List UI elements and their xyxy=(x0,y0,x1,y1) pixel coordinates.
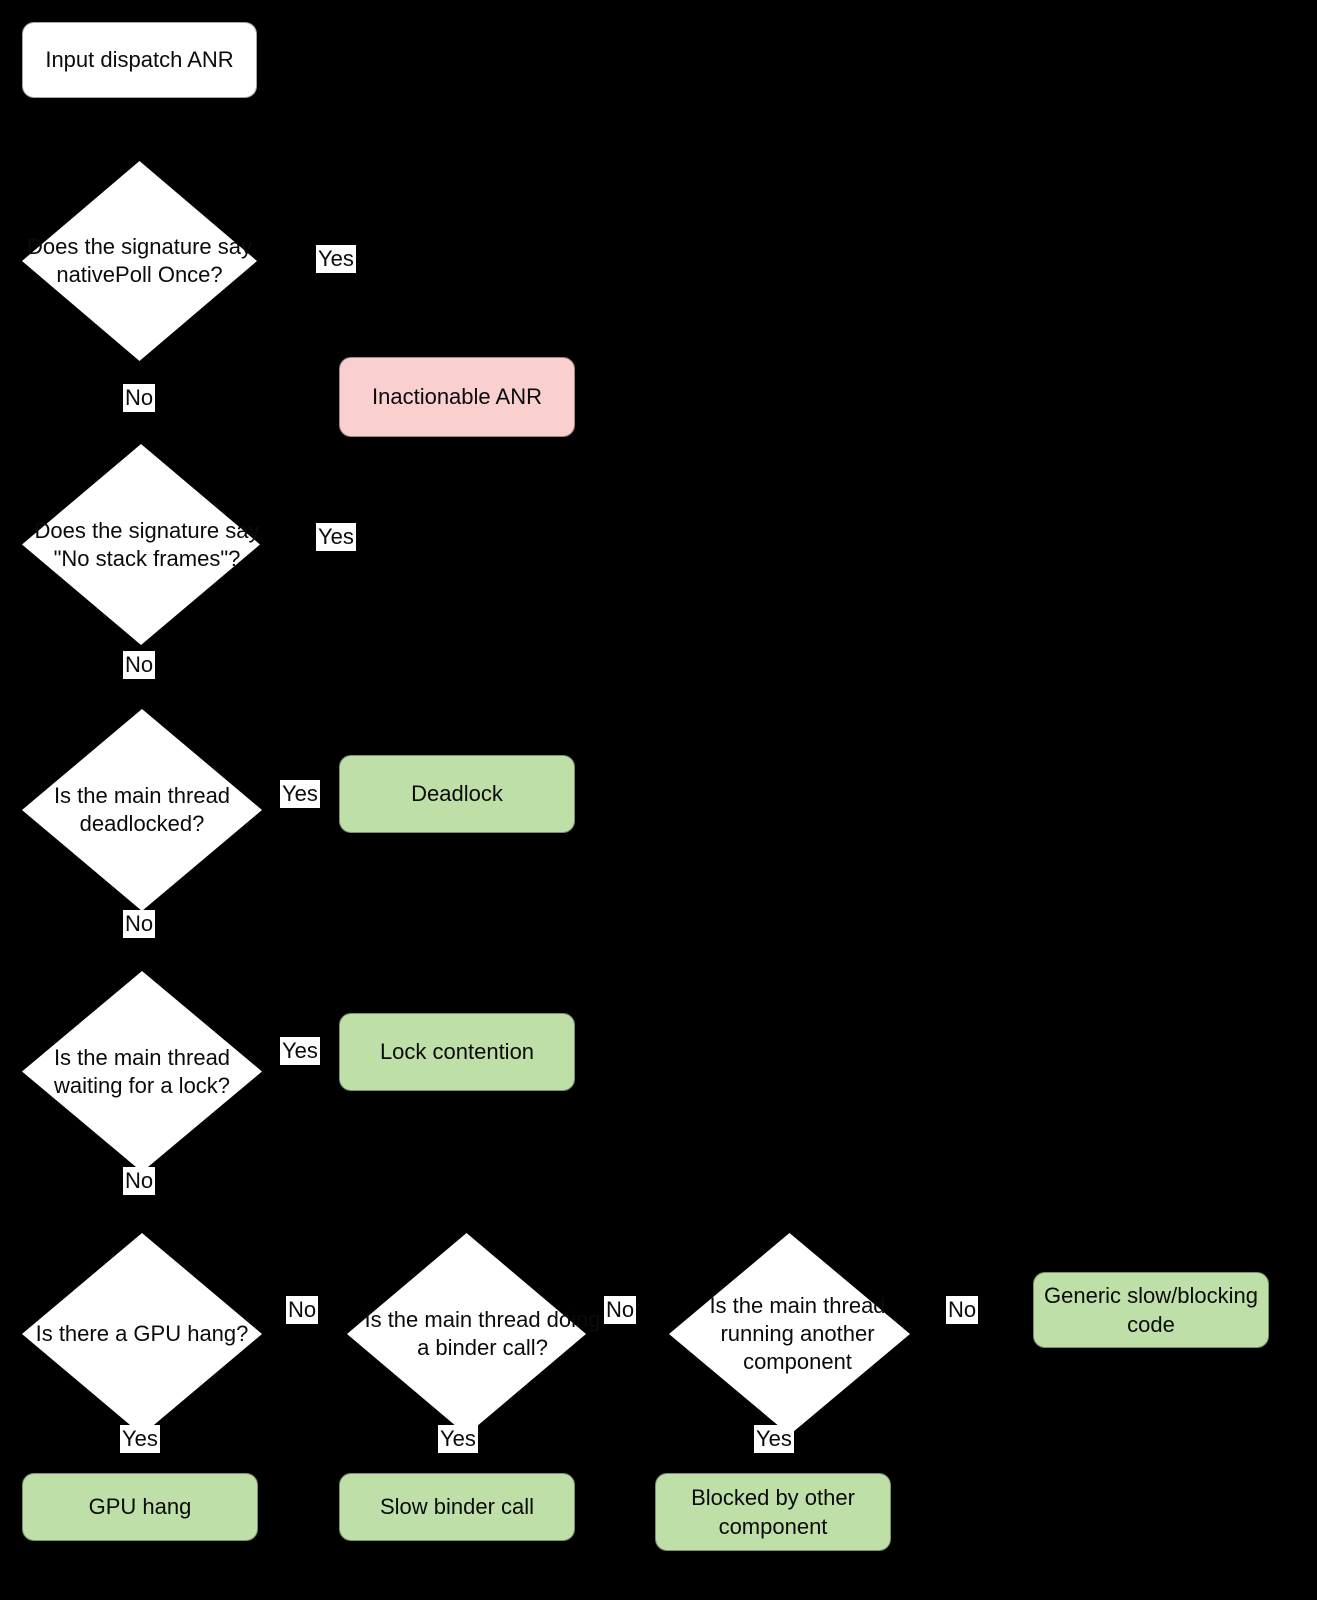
edge-label-nostack-yes: Yes xyxy=(316,523,356,552)
node-outcome-lock-contention[interactable]: Lock contention xyxy=(339,1013,575,1091)
edge-label-deadlock-yes: Yes xyxy=(280,780,320,809)
node-decision-nativepoll[interactable]: Does the signature say nativePoll Once? xyxy=(22,161,257,361)
diamond-shape xyxy=(669,1233,910,1435)
diamond-shape xyxy=(22,1233,262,1435)
edge-label-component-no: No xyxy=(946,1296,979,1325)
diamond-shape xyxy=(22,161,257,361)
edge-label-component-yes: Yes xyxy=(754,1425,794,1454)
node-decision-gpu-hang[interactable]: Is there a GPU hang? xyxy=(22,1233,262,1435)
node-decision-binder-call[interactable]: Is the main thread doing a binder call? xyxy=(347,1233,601,1435)
edge-label-lock-no: No xyxy=(123,1167,156,1196)
node-outcome-inactionable-anr[interactable]: Inactionable ANR xyxy=(339,357,575,437)
edge-label-gpu-yes: Yes xyxy=(120,1425,160,1454)
node-decision-deadlocked[interactable]: Is the main thread deadlocked? xyxy=(22,709,262,911)
edge-label-nostack-no: No xyxy=(123,651,156,680)
node-outcome-slow-binder-call[interactable]: Slow binder call xyxy=(339,1473,575,1541)
node-outcome-blocked-by-other-component[interactable]: Blocked by other component xyxy=(655,1473,891,1551)
node-decision-running-another-component[interactable]: Is the main thread running another compo… xyxy=(669,1233,910,1435)
diamond-shape xyxy=(347,1233,586,1435)
edge-label-gpu-no: No xyxy=(286,1296,319,1325)
node-decision-waiting-for-lock[interactable]: Is the main thread waiting for a lock? xyxy=(22,971,262,1172)
edge-label-lock-yes: Yes xyxy=(280,1037,320,1066)
node-start[interactable]: Input dispatch ANR xyxy=(22,22,257,98)
edge-label-binder-no: No xyxy=(604,1296,637,1325)
diamond-shape xyxy=(22,971,262,1172)
node-outcome-generic-slow-blocking-code[interactable]: Generic slow/blocking code xyxy=(1033,1272,1269,1348)
node-outcome-gpu-hang[interactable]: GPU hang xyxy=(22,1473,258,1541)
edge-label-nativepoll-no: No xyxy=(123,384,156,413)
diamond-shape xyxy=(22,709,262,911)
edge-label-nativepoll-yes: Yes xyxy=(316,245,356,274)
node-outcome-deadlock[interactable]: Deadlock xyxy=(339,755,575,833)
edge-label-deadlock-no: No xyxy=(123,910,156,939)
edge-label-binder-yes: Yes xyxy=(438,1425,478,1454)
diamond-shape xyxy=(22,444,260,645)
node-decision-no-stack-frames[interactable]: Does the signature say "No stack frames"… xyxy=(22,444,260,645)
